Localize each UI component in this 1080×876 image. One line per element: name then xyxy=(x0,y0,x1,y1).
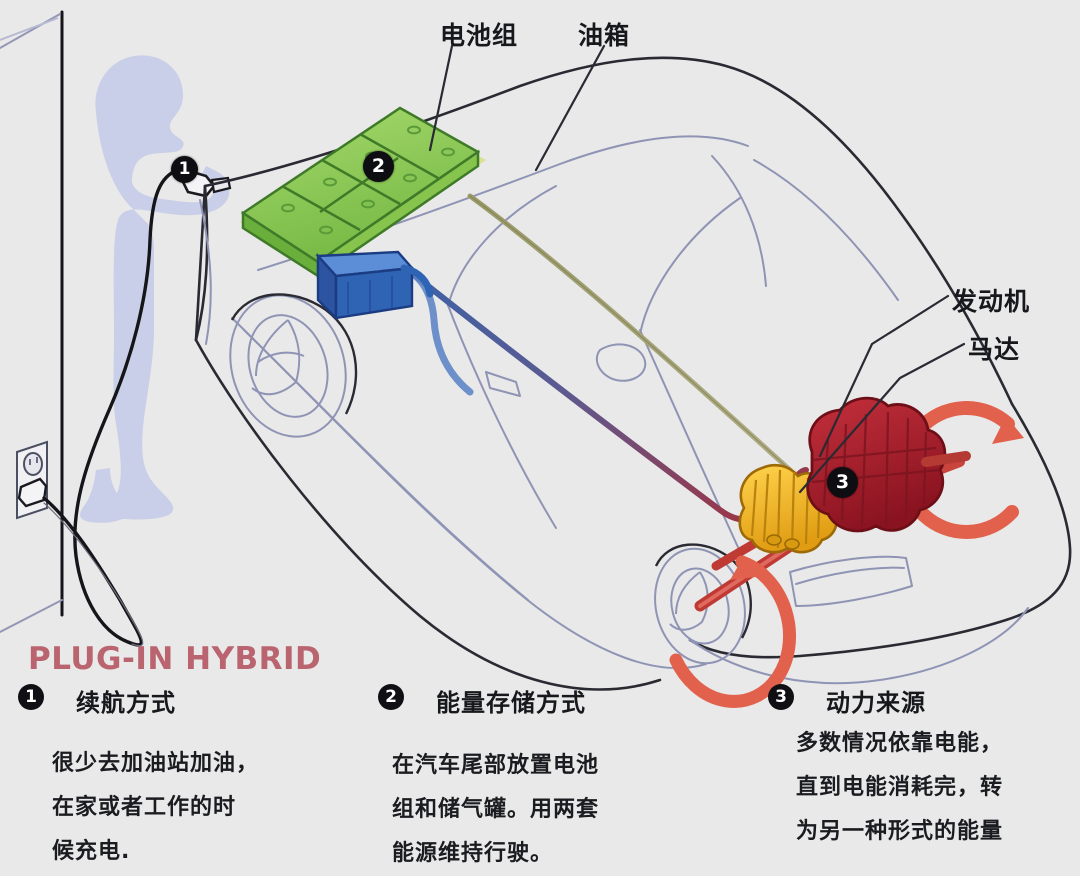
legend-bullet-2: 2 xyxy=(378,684,404,710)
callout-battery-pack: 电池组 xyxy=(440,21,519,50)
legend: PLUG-IN HYBRID 1 续航方式 很少去加油站加油， 在家或者工作的时… xyxy=(0,636,1080,868)
legend-item-3-heading: 动力来源 xyxy=(826,689,926,717)
fuel-line xyxy=(467,193,793,473)
legend-item-1-line-3: 候充电. xyxy=(52,839,131,864)
legend-bullet-1: 1 xyxy=(18,684,44,710)
legend-item-1-body: 很少去加油站加油， 在家或者工作的时 候充电. xyxy=(52,742,348,874)
legend-item-2-line-2: 组和储气罐。用两套 xyxy=(392,797,600,822)
legend-item-2-header: 2 能量存储方式 xyxy=(378,684,718,718)
charging-cord xyxy=(42,168,180,647)
legend-item-2-line-1: 在汽车尾部放置电池 xyxy=(392,753,600,778)
callout-engine: 发动机 xyxy=(952,287,1031,316)
legend-item-1: 1 续航方式 很少去加油站加油， 在家或者工作的时 候充电. xyxy=(18,684,348,874)
fuel-tank xyxy=(315,250,434,321)
legend-item-3-line-2: 直到电能消耗完，转 xyxy=(796,775,1004,800)
legend-bullet-3: 3 xyxy=(768,684,794,710)
callout-fuel-tank: 油箱 xyxy=(578,21,631,50)
legend-item-3-body: 多数情况依靠电能， 直到电能消耗完，转 为另一种形式的能量 xyxy=(796,722,1080,854)
legend-item-3-line-3: 为另一种形式的能量 xyxy=(796,819,1004,844)
legend-item-1-header: 1 续航方式 xyxy=(18,684,348,718)
legend-item-1-heading: 续航方式 xyxy=(76,689,176,717)
marker-3: 3 xyxy=(827,467,858,498)
rotation-arrow-front-head xyxy=(730,556,764,580)
rear-wheel xyxy=(229,294,347,438)
wall-outlet-icon xyxy=(16,440,48,520)
leader-lines xyxy=(428,44,966,494)
wall-left-panel xyxy=(0,17,59,41)
rotation-arrow-engine-head xyxy=(992,416,1024,444)
marker-1: 1 xyxy=(171,156,198,183)
legend-item-2-heading: 能量存储方式 xyxy=(436,689,586,717)
legend-item-2-body: 在汽车尾部放置电池 组和储气罐。用两套 能源维持行驶。 xyxy=(392,744,718,876)
person-silhouette xyxy=(80,55,230,523)
legend-item-3-line-1: 多数情况依靠电能， xyxy=(796,731,1004,756)
legend-item-1-line-2: 在家或者工作的时 xyxy=(52,795,237,820)
marker-2: 2 xyxy=(363,151,394,182)
legend-item-2-line-3: 能源维持行驶。 xyxy=(392,841,554,866)
legend-title: PLUG-IN HYBRID xyxy=(28,641,322,677)
legend-item-3-header: 3 动力来源 xyxy=(768,684,1080,718)
callout-motor: 马达 xyxy=(968,335,1021,364)
legend-item-3: 3 动力来源 多数情况依靠电能， 直到电能消耗完，转 为另一种形式的能量 xyxy=(768,684,1080,854)
rotation-arrow-front xyxy=(669,555,797,708)
battery-pack xyxy=(240,106,486,279)
legend-item-1-line-1: 很少去加油站加油， xyxy=(52,751,260,776)
car-detail-lines xyxy=(199,135,1029,685)
legend-item-2: 2 能量存储方式 在汽车尾部放置电池 组和储气罐。用两套 能源维持行驶。 xyxy=(378,684,718,876)
